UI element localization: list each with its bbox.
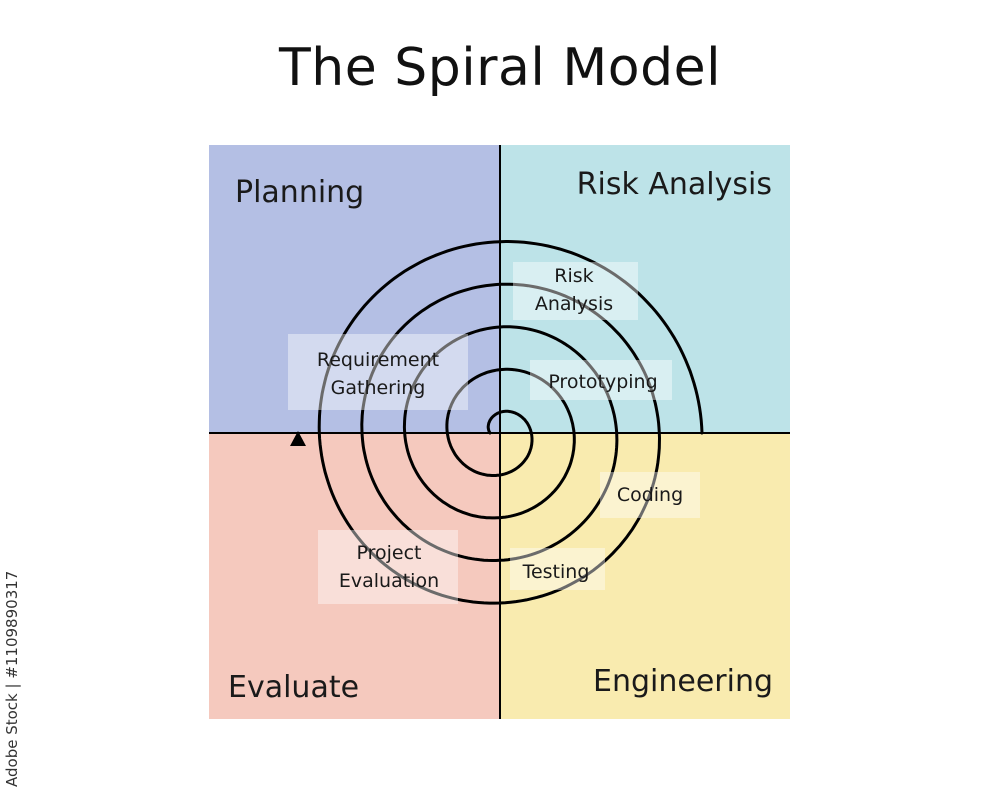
quadrant-label-risk-analysis: Risk Analysis — [577, 167, 772, 202]
step-label-line: Risk — [554, 265, 593, 287]
arrow-head-icon — [290, 431, 306, 446]
step-label-line: Analysis — [535, 293, 613, 315]
step-testing: Testing — [510, 548, 605, 590]
quadrant-label-planning: Planning — [235, 175, 364, 210]
step-label-line: Project — [356, 542, 421, 564]
quadrant-label-engineering: Engineering — [593, 664, 773, 699]
step-label-line: Requirement — [317, 349, 439, 371]
spiral-path — [317, 239, 704, 605]
side-watermark-text: Adobe Stock | #1109890317 — [3, 570, 21, 787]
diagram-title: The Spiral Model — [278, 38, 722, 98]
step-label-line: Gathering — [331, 377, 426, 399]
quadrant-engineering — [500, 433, 790, 719]
step-requirement-gathering: Requirement Gathering — [288, 334, 468, 410]
step-label-line: Prototyping — [548, 371, 657, 393]
step-risk-analysis: Risk Analysis — [513, 262, 638, 320]
quadrant-evaluate — [209, 433, 500, 719]
step-project-evaluation: Project Evaluation — [318, 530, 458, 604]
quadrant-planning — [209, 145, 500, 433]
step-prototyping: Prototyping — [530, 360, 672, 400]
step-label-line: Evaluation — [339, 570, 439, 592]
step-label-line: Coding — [617, 484, 683, 506]
step-label-line: Testing — [522, 561, 590, 583]
quadrant-label-evaluate: Evaluate — [228, 670, 359, 705]
step-coding: Coding — [600, 472, 700, 518]
